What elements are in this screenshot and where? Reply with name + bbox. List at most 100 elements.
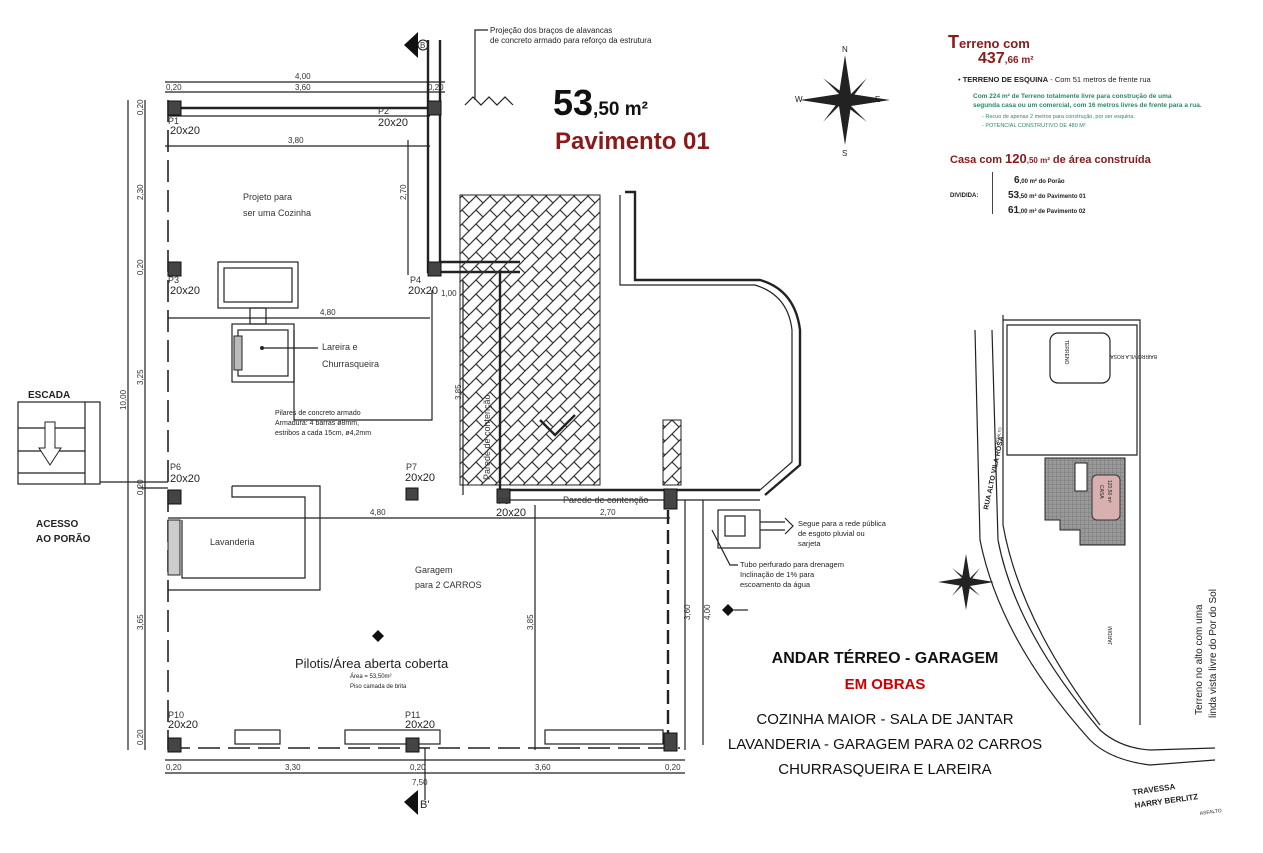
svg-text:ACESSO: ACESSO bbox=[36, 519, 78, 530]
svg-text:P11: P11 bbox=[405, 710, 420, 720]
corner-lot-bullet: • TERRENO DE ESQUINA - Com 51 metros de … bbox=[958, 75, 1151, 84]
svg-text:0,20: 0,20 bbox=[136, 729, 145, 745]
svg-text:3,60: 3,60 bbox=[683, 604, 692, 620]
svg-text:ASFALTO: ASFALTO bbox=[1199, 808, 1222, 817]
svg-text:0,20: 0,20 bbox=[665, 763, 681, 772]
house-area-unit: ,50 m² bbox=[1026, 156, 1050, 165]
compass-rose-icon: N S E W bbox=[795, 45, 890, 158]
svg-text:0,20: 0,20 bbox=[166, 83, 182, 92]
svg-text:TRAVESSA: TRAVESSA bbox=[1132, 782, 1176, 797]
svg-text:TERRENO: TERRENO bbox=[1063, 340, 1069, 365]
room-labels: Projeto para ser uma Cozinha Lavanderia … bbox=[210, 192, 748, 690]
laundry bbox=[167, 485, 321, 591]
svg-text:JARDIM: JARDIM bbox=[1108, 626, 1114, 645]
free-land-line: Com 224 m² de Terreno totalmente livre p… bbox=[973, 93, 1172, 100]
svg-text:RUA ALTO VILA ROSA: RUA ALTO VILA ROSA bbox=[983, 436, 1005, 511]
caption-line: LAVANDERIA - GARAGEM PARA 02 CARROS bbox=[727, 736, 1043, 753]
svg-text:7,50: 7,50 bbox=[412, 778, 428, 787]
svg-text:Área = 53,50m²: Área = 53,50m² bbox=[350, 673, 392, 680]
svg-text:Segue para a rede pública: Segue para a rede pública bbox=[798, 519, 887, 528]
svg-text:P4: P4 bbox=[410, 275, 421, 285]
free-land-line: segunda casa ou um comercial, com 16 met… bbox=[973, 102, 1202, 109]
site-plan: CASA 120,50 m² TERRENO RUA ALTO VILA ROS… bbox=[974, 315, 1222, 817]
svg-text:Piso camada de brita: Piso camada de brita bbox=[350, 684, 407, 690]
terrain-heading: Terreno com bbox=[948, 32, 1030, 53]
svg-text:S: S bbox=[842, 149, 847, 158]
svg-text:P8: P8 bbox=[498, 496, 509, 506]
terrain-area: 437,66 m² bbox=[978, 50, 1034, 68]
svg-text:estribos a cada 15cm, ø4,2mm: estribos a cada 15cm, ø4,2mm bbox=[275, 430, 371, 437]
svg-text:Garagem: Garagem bbox=[415, 565, 453, 575]
area-breakdown: 6,00 m² do Porão 53,50 m² do Pavimento 0… bbox=[1008, 174, 1086, 219]
svg-text:20x20: 20x20 bbox=[170, 125, 200, 137]
svg-text:P2: P2 bbox=[378, 106, 389, 116]
section-marker-bottom: B' bbox=[404, 790, 429, 815]
reinforcement-note: Projeção dos braços de alavancas de conc… bbox=[464, 26, 652, 106]
svg-text:20x20: 20x20 bbox=[408, 285, 438, 297]
svg-text:3,25: 3,25 bbox=[136, 369, 145, 385]
svg-text:20x20: 20x20 bbox=[170, 473, 200, 485]
svg-text:Churrasqueira: Churrasqueira bbox=[322, 359, 379, 369]
caption-status: EM OBRAS bbox=[844, 676, 926, 693]
svg-text:3,85: 3,85 bbox=[454, 384, 463, 400]
svg-text:Pilotis/Área aberta coberta: Pilotis/Área aberta coberta bbox=[295, 656, 449, 671]
svg-text:Pilares de concreto armado: Pilares de concreto armado bbox=[275, 410, 361, 417]
corner-lot-detail: - Com 51 metros de frente rua bbox=[1048, 75, 1151, 84]
hatched-wall-segment bbox=[662, 419, 682, 486]
svg-text:P3: P3 bbox=[168, 275, 179, 285]
construction-notes: Pilares de concreto armado Armadura: 4 b… bbox=[275, 410, 887, 589]
svg-text:10,00: 10,00 bbox=[119, 389, 128, 410]
svg-text:20x20: 20x20 bbox=[168, 719, 198, 731]
svg-text:Terreno no alto com uma: Terreno no alto com uma bbox=[1194, 604, 1205, 715]
caption-line: COZINHA MAIOR - SALA DE JANTAR bbox=[756, 711, 1014, 728]
svg-text:0,20: 0,20 bbox=[410, 763, 426, 772]
inner-dimensions: 4,80 4,80 2,70 2,70 1,00 3,85 3,85 3,60 … bbox=[166, 184, 712, 787]
svg-text:ASFALTO: ASFALTO bbox=[994, 427, 1003, 445]
terrain-label: erreno com bbox=[959, 36, 1030, 51]
svg-text:AO PORÃO: AO PORÃO bbox=[36, 532, 91, 545]
caption: ANDAR TÉRREO - GARAGEM EM OBRAS COZINHA … bbox=[700, 650, 1070, 782]
site-compass-icon bbox=[938, 554, 994, 610]
floor-title: Pavimento 01 bbox=[555, 128, 710, 155]
svg-text:0,20: 0,20 bbox=[136, 259, 145, 275]
svg-text:de esgoto pluvial ou: de esgoto pluvial ou bbox=[798, 529, 865, 538]
svg-text:P10: P10 bbox=[168, 710, 184, 720]
svg-text:120,50 m²: 120,50 m² bbox=[1106, 480, 1112, 503]
breakdown-row: 61,00 m² de Pavimento 02 bbox=[1008, 205, 1086, 216]
svg-text:3,65: 3,65 bbox=[136, 614, 145, 630]
terrain-area-value: 437 bbox=[978, 50, 1005, 67]
svg-text:1,00: 1,00 bbox=[441, 289, 457, 298]
svg-text:N: N bbox=[842, 45, 848, 54]
floor-area-unit: ,50 m² bbox=[593, 99, 648, 120]
svg-text:Inclinação de 1% para: Inclinação de 1% para bbox=[740, 570, 815, 579]
svg-text:3,80: 3,80 bbox=[288, 136, 304, 145]
caption-title: ANDAR TÉRREO - GARAGEM bbox=[771, 650, 999, 667]
free-land-note: Com 224 m² de Terreno totalmente livre p… bbox=[973, 92, 1202, 110]
terrain-area-unit: ,66 m² bbox=[1004, 55, 1034, 66]
svg-text:Armadura: 4 barras ø8mm,: Armadura: 4 barras ø8mm, bbox=[275, 420, 359, 427]
svg-text:E: E bbox=[875, 95, 880, 104]
svg-text:20x20: 20x20 bbox=[170, 285, 200, 297]
house-area-value: 120 bbox=[1005, 151, 1027, 166]
svg-text:4,00: 4,00 bbox=[703, 604, 712, 620]
svg-text:20x20: 20x20 bbox=[378, 117, 408, 129]
svg-text:0,20: 0,20 bbox=[428, 83, 444, 92]
svg-text:Projeto para: Projeto para bbox=[243, 192, 292, 202]
svg-text:linda vista livre do Por do So: linda vista livre do Por do Sol bbox=[1208, 589, 1219, 718]
svg-text:sarjeta: sarjeta bbox=[798, 539, 821, 548]
svg-text:Lareira e: Lareira e bbox=[322, 342, 358, 352]
svg-text:P1: P1 bbox=[168, 116, 179, 126]
brace bbox=[992, 172, 997, 214]
down-arrow-icon bbox=[38, 421, 62, 466]
floor-area: 53,50 m² bbox=[553, 82, 648, 124]
walls bbox=[100, 40, 802, 800]
top-dimensions: 4,00 3,60 0,20 0,20 3,80 bbox=[165, 72, 445, 147]
corner-lot-label: TERRENO DE ESQUINA bbox=[962, 75, 1049, 84]
svg-text:20x20: 20x20 bbox=[496, 507, 526, 519]
svg-text:3,60: 3,60 bbox=[295, 83, 311, 92]
svg-text:de concreto armado para reforç: de concreto armado para reforço da estru… bbox=[490, 36, 652, 45]
setback-notes: - Recuo de apenas 2 metros para construç… bbox=[982, 113, 1135, 131]
svg-text:Lavanderia: Lavanderia bbox=[210, 537, 255, 547]
